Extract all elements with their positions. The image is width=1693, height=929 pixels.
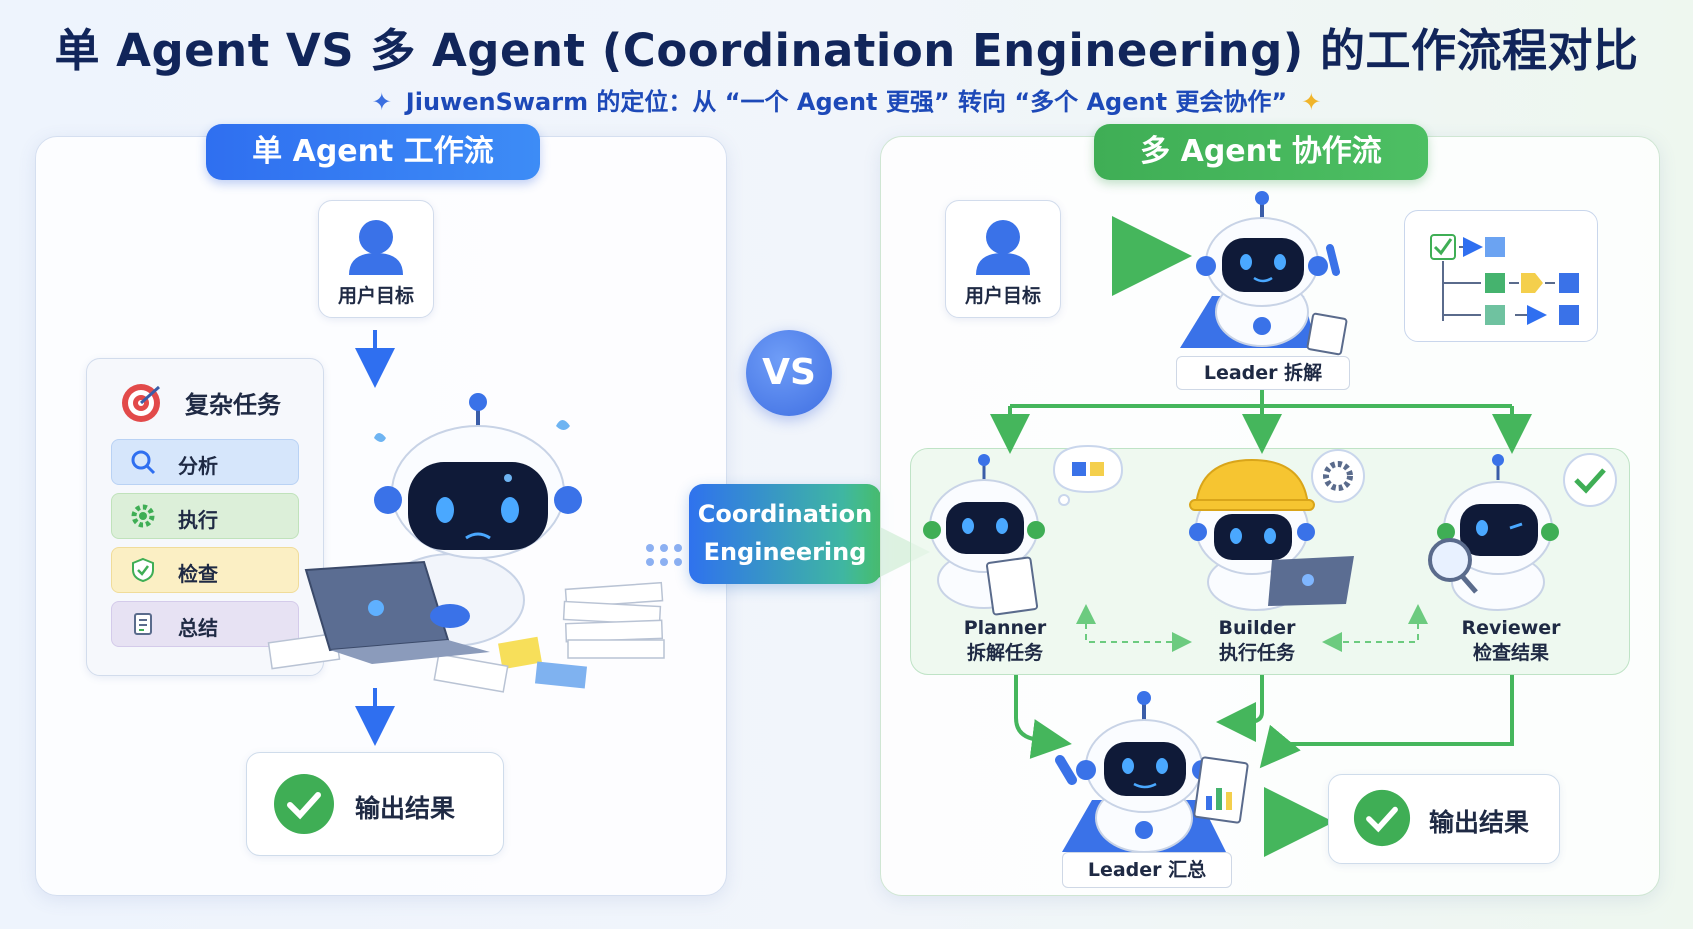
planner-robot-icon (923, 444, 1124, 616)
agent-role: 拆解任务 (966, 642, 1043, 664)
sparkle-icon: ✦ (1301, 88, 1322, 116)
multi-output-label: 输出结果 (1429, 808, 1530, 837)
single-agent-header: 单 Agent 工作流 (206, 124, 540, 180)
check-circle-icon (274, 774, 334, 834)
task-title: 复杂任务 (185, 391, 281, 419)
vs-badge: VS (746, 330, 832, 416)
papers-stack-icon (267, 581, 665, 693)
check-circle-icon (1353, 789, 1411, 847)
subtitle-text: JiuwenSwarm 的定位：从 “一个 Agent 更强” 转向 “多个 A… (405, 88, 1288, 116)
step-label: 检查 (178, 562, 218, 586)
user-goal-label: 用户目标 (337, 285, 414, 307)
task-plan-bubble (1404, 210, 1598, 342)
step-summarize: 总结 (111, 601, 299, 647)
step-label: 总结 (178, 616, 218, 640)
user-goal-card-left: 用户目标 (318, 200, 434, 318)
laptop-icon (304, 560, 490, 664)
user-goal-label: 用户目标 (964, 285, 1041, 307)
step-execute: 执行 (111, 493, 299, 539)
agent-role: 执行任务 (1218, 642, 1295, 664)
agent-role: 检查结果 (1472, 642, 1549, 664)
step-label: 执行 (178, 508, 218, 532)
agent-name: Builder (1218, 617, 1296, 639)
leader-split-label: Leader 拆解 (1176, 356, 1350, 390)
single-output-label: 输出结果 (355, 794, 456, 823)
builder-robot-icon (1189, 449, 1365, 611)
agent-planner: Planner 拆解任务 (930, 616, 1080, 666)
target-icon (122, 384, 160, 422)
document-icon (134, 613, 152, 635)
multi-agent-header: 多 Agent 协作流 (1094, 124, 1428, 180)
user-icon (349, 220, 403, 275)
agent-builder: Builder 执行任务 (1182, 616, 1332, 666)
single-output-card: 输出结果 (246, 752, 504, 856)
step-label: 分析 (178, 454, 218, 478)
leader-summary-label: Leader 汇总 (1062, 852, 1232, 888)
coordination-engineering-box: Coordination Engineering (689, 484, 881, 584)
reviewer-robot-icon (1428, 453, 1617, 611)
user-goal-card-right: 用户目标 (945, 200, 1061, 318)
coordination-line1: Coordination (697, 500, 873, 528)
coordination-line2: Engineering (703, 538, 867, 566)
agent-reviewer: Reviewer 检查结果 (1436, 616, 1586, 666)
step-analyze: 分析 (111, 439, 299, 485)
step-check: 检查 (111, 547, 299, 593)
agent-name: Reviewer (1461, 617, 1561, 639)
sparkle-icon: ✦ (371, 88, 392, 116)
multi-output-card: 输出结果 (1328, 774, 1560, 864)
agent-name: Planner (963, 617, 1047, 639)
page-subtitle: ✦ JiuwenSwarm 的定位：从 “一个 Agent 更强” 转向 “多个 … (0, 82, 1693, 117)
gear-icon (131, 504, 155, 528)
complex-task-card: 复杂任务 分析 执行 检查 总结 (86, 358, 324, 676)
search-icon (131, 450, 156, 475)
user-icon (976, 220, 1030, 275)
page-title: 单 Agent VS 多 Agent (Coordination Enginee… (54, 24, 1639, 77)
shield-check-icon (132, 557, 154, 583)
flowchart-icon (1430, 234, 1579, 325)
